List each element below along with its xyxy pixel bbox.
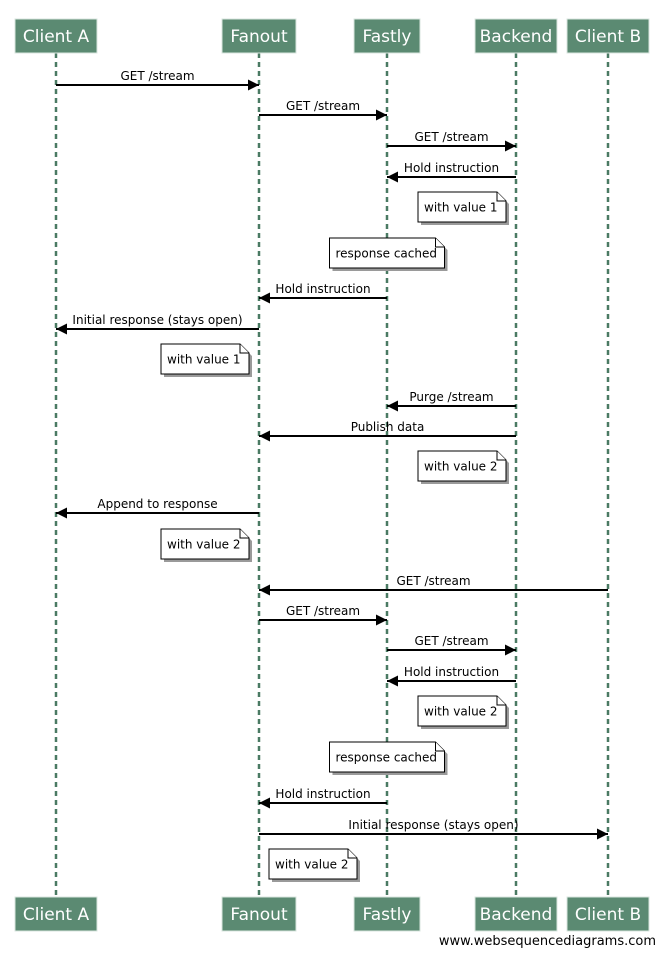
actor-box-shape [353, 896, 421, 932]
note-fold [496, 696, 506, 706]
actor-backend-bottom: Backend [474, 896, 558, 932]
message-label: GET /stream [120, 69, 194, 83]
note-body [417, 695, 507, 727]
message: GET /stream [387, 130, 516, 152]
actor-box-shape [474, 18, 558, 54]
message-label: GET /stream [396, 574, 470, 588]
actor-box-shape [353, 18, 421, 54]
message-label: GET /stream [286, 99, 360, 113]
message-label: Hold instruction [275, 787, 370, 801]
note-fold [496, 451, 506, 461]
message-label: Append to response [97, 497, 217, 511]
message: GET /stream [56, 69, 259, 91]
message-label: Hold instruction [404, 665, 499, 679]
note-text: with value 1 [424, 201, 498, 215]
actor-label: Fastly [363, 905, 412, 925]
note-body [329, 237, 445, 269]
message-label: GET /stream [414, 634, 488, 648]
message: GET /stream [387, 634, 516, 656]
actor-box-shape [14, 896, 98, 932]
note-fold [496, 192, 506, 202]
note-fold [435, 742, 445, 752]
note-body [160, 343, 250, 375]
message: GET /stream [259, 604, 387, 626]
note: with value 2 [268, 848, 360, 882]
actor-client-a-bottom: Client A [14, 896, 98, 932]
actor-label: Client A [23, 27, 90, 47]
actor-box-shape [474, 896, 558, 932]
message-label: Initial response (stays open) [348, 818, 518, 832]
actor-label: Backend [480, 905, 553, 925]
message-label: Hold instruction [275, 282, 370, 296]
message-label: GET /stream [414, 130, 488, 144]
note-text: with value 2 [167, 538, 241, 552]
actor-footer-row: Client A Fanout Fastly Backend Client B [14, 896, 650, 932]
actor-box-shape [221, 896, 297, 932]
actor-fastly-top: Fastly [353, 18, 421, 54]
actor-client-a-top: Client A [14, 18, 98, 54]
note: response cached [329, 741, 448, 775]
note-text: with value 2 [424, 460, 498, 474]
message-label: Initial response (stays open) [72, 313, 242, 327]
message-label: Hold instruction [404, 161, 499, 175]
note: with value 2 [417, 695, 509, 729]
note-body [160, 528, 250, 560]
message: Hold instruction [259, 282, 387, 304]
message: Purge /stream [387, 390, 516, 412]
message-label: Purge /stream [409, 390, 493, 404]
message: GET /stream [259, 574, 608, 596]
watermark: www.websequencediagrams.com [438, 934, 656, 949]
note-text: response cached [336, 247, 437, 261]
actor-fanout-bottom: Fanout [221, 896, 297, 932]
note-body [329, 741, 445, 773]
message: GET /stream [259, 99, 387, 121]
note-fold [347, 849, 357, 859]
actor-box-shape [566, 896, 650, 932]
note: with value 2 [417, 450, 509, 484]
note-fold [435, 238, 445, 248]
message: Initial response (stays open) [259, 818, 608, 840]
actor-label: Client B [575, 27, 641, 47]
actor-client-b-bottom: Client B [566, 896, 650, 932]
actor-label: Client B [575, 905, 641, 925]
message-label: GET /stream [286, 604, 360, 618]
note-text: with value 1 [167, 353, 241, 367]
actor-box-shape [221, 18, 297, 54]
note-text: with value 2 [424, 705, 498, 719]
message: Initial response (stays open) [56, 313, 259, 335]
note-fold [239, 344, 249, 354]
message: Append to response [56, 497, 259, 519]
actor-header-row: Client A Fanout Fastly Backend Client B [14, 18, 650, 54]
actor-label: Fanout [230, 27, 288, 47]
note: with value 1 [417, 191, 509, 225]
note-body [417, 450, 507, 482]
actor-backend-top: Backend [474, 18, 558, 54]
message: Hold instruction [387, 161, 516, 183]
actor-fastly-bottom: Fastly [353, 896, 421, 932]
note-fold [239, 529, 249, 539]
actor-box-shape [14, 18, 98, 54]
actor-fanout-top: Fanout [221, 18, 297, 54]
note-text: response cached [336, 751, 437, 765]
note: response cached [329, 237, 448, 271]
message-label: Publish data [351, 420, 425, 434]
actor-label: Fastly [363, 27, 412, 47]
actor-label: Fanout [230, 905, 288, 925]
note-body [268, 848, 358, 880]
actor-client-b-top: Client B [566, 18, 650, 54]
note: with value 2 [160, 528, 252, 562]
actor-label: Backend [480, 27, 553, 47]
message: Publish data [259, 420, 516, 442]
actor-label: Client A [23, 905, 90, 925]
actor-box-shape [566, 18, 650, 54]
message: Hold instruction [387, 665, 516, 687]
message: Hold instruction [259, 787, 387, 809]
note: with value 1 [160, 343, 252, 377]
note-body [417, 191, 507, 223]
note-text: with value 2 [275, 858, 349, 872]
